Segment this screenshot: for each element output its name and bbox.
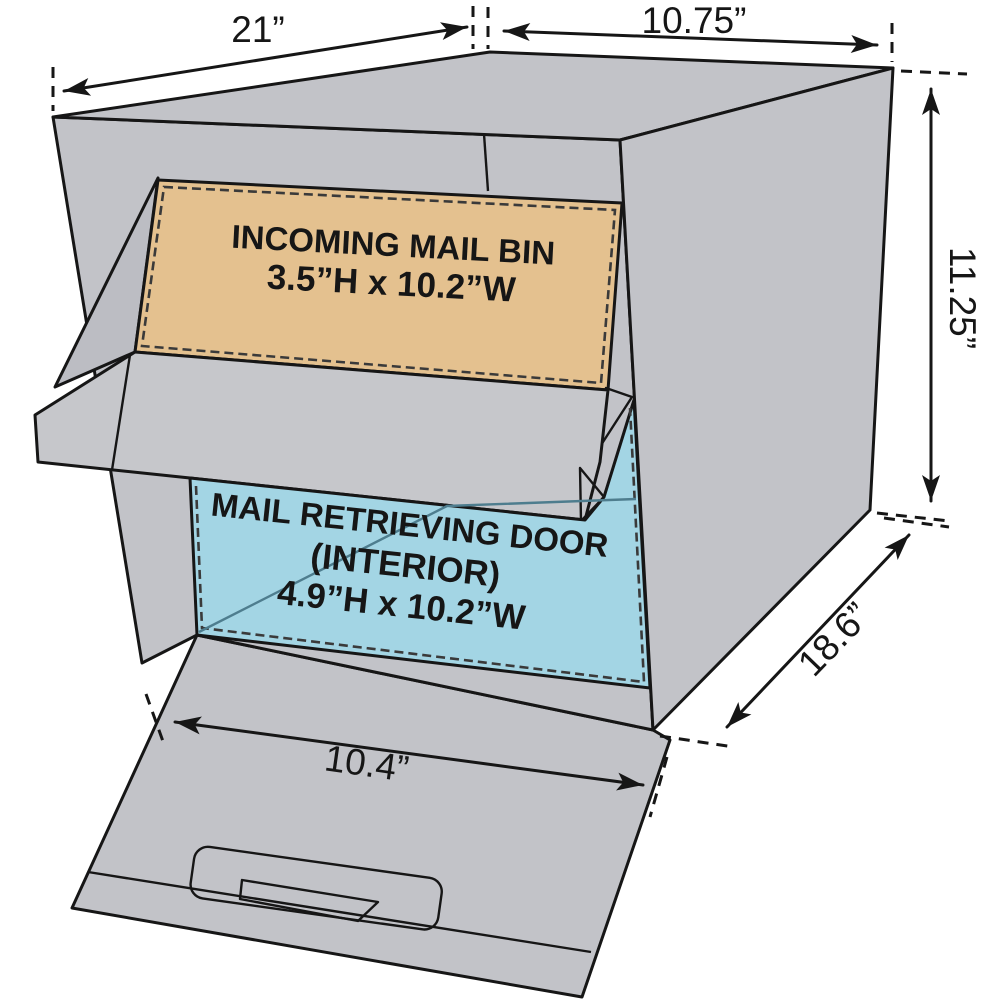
lower-door-lip-line (87, 870, 592, 954)
dimension-label-base-depth: 18.6” (790, 595, 878, 684)
incoming-bin-dashed-border (140, 185, 617, 385)
dimension-arrow-top-width (502, 22, 879, 54)
extension-line (900, 69, 968, 76)
extension-line (144, 693, 167, 748)
extension-line (876, 511, 950, 523)
front-panel-seam (482, 133, 490, 192)
extension-line (883, 516, 950, 529)
dimension-label-top-depth: 21” (231, 9, 284, 50)
retrieving-door-opening (188, 398, 652, 690)
dimension-arrow-base-depth (725, 533, 911, 729)
dimension-label-top-width: 10.75” (642, 0, 747, 41)
interior-corner-line (198, 497, 637, 634)
hopper-tray-crease (110, 354, 132, 471)
dimension-arrow-top-depth (62, 22, 469, 96)
door-handle-outer (189, 845, 443, 931)
retrieving-door-dashed-border (194, 407, 646, 684)
dimension-arrow-door-width (173, 716, 645, 791)
extension-line (648, 756, 669, 818)
extension-line (659, 734, 735, 749)
dimension-label-height: 11.25” (942, 247, 983, 349)
door-handle-grip (238, 878, 380, 923)
